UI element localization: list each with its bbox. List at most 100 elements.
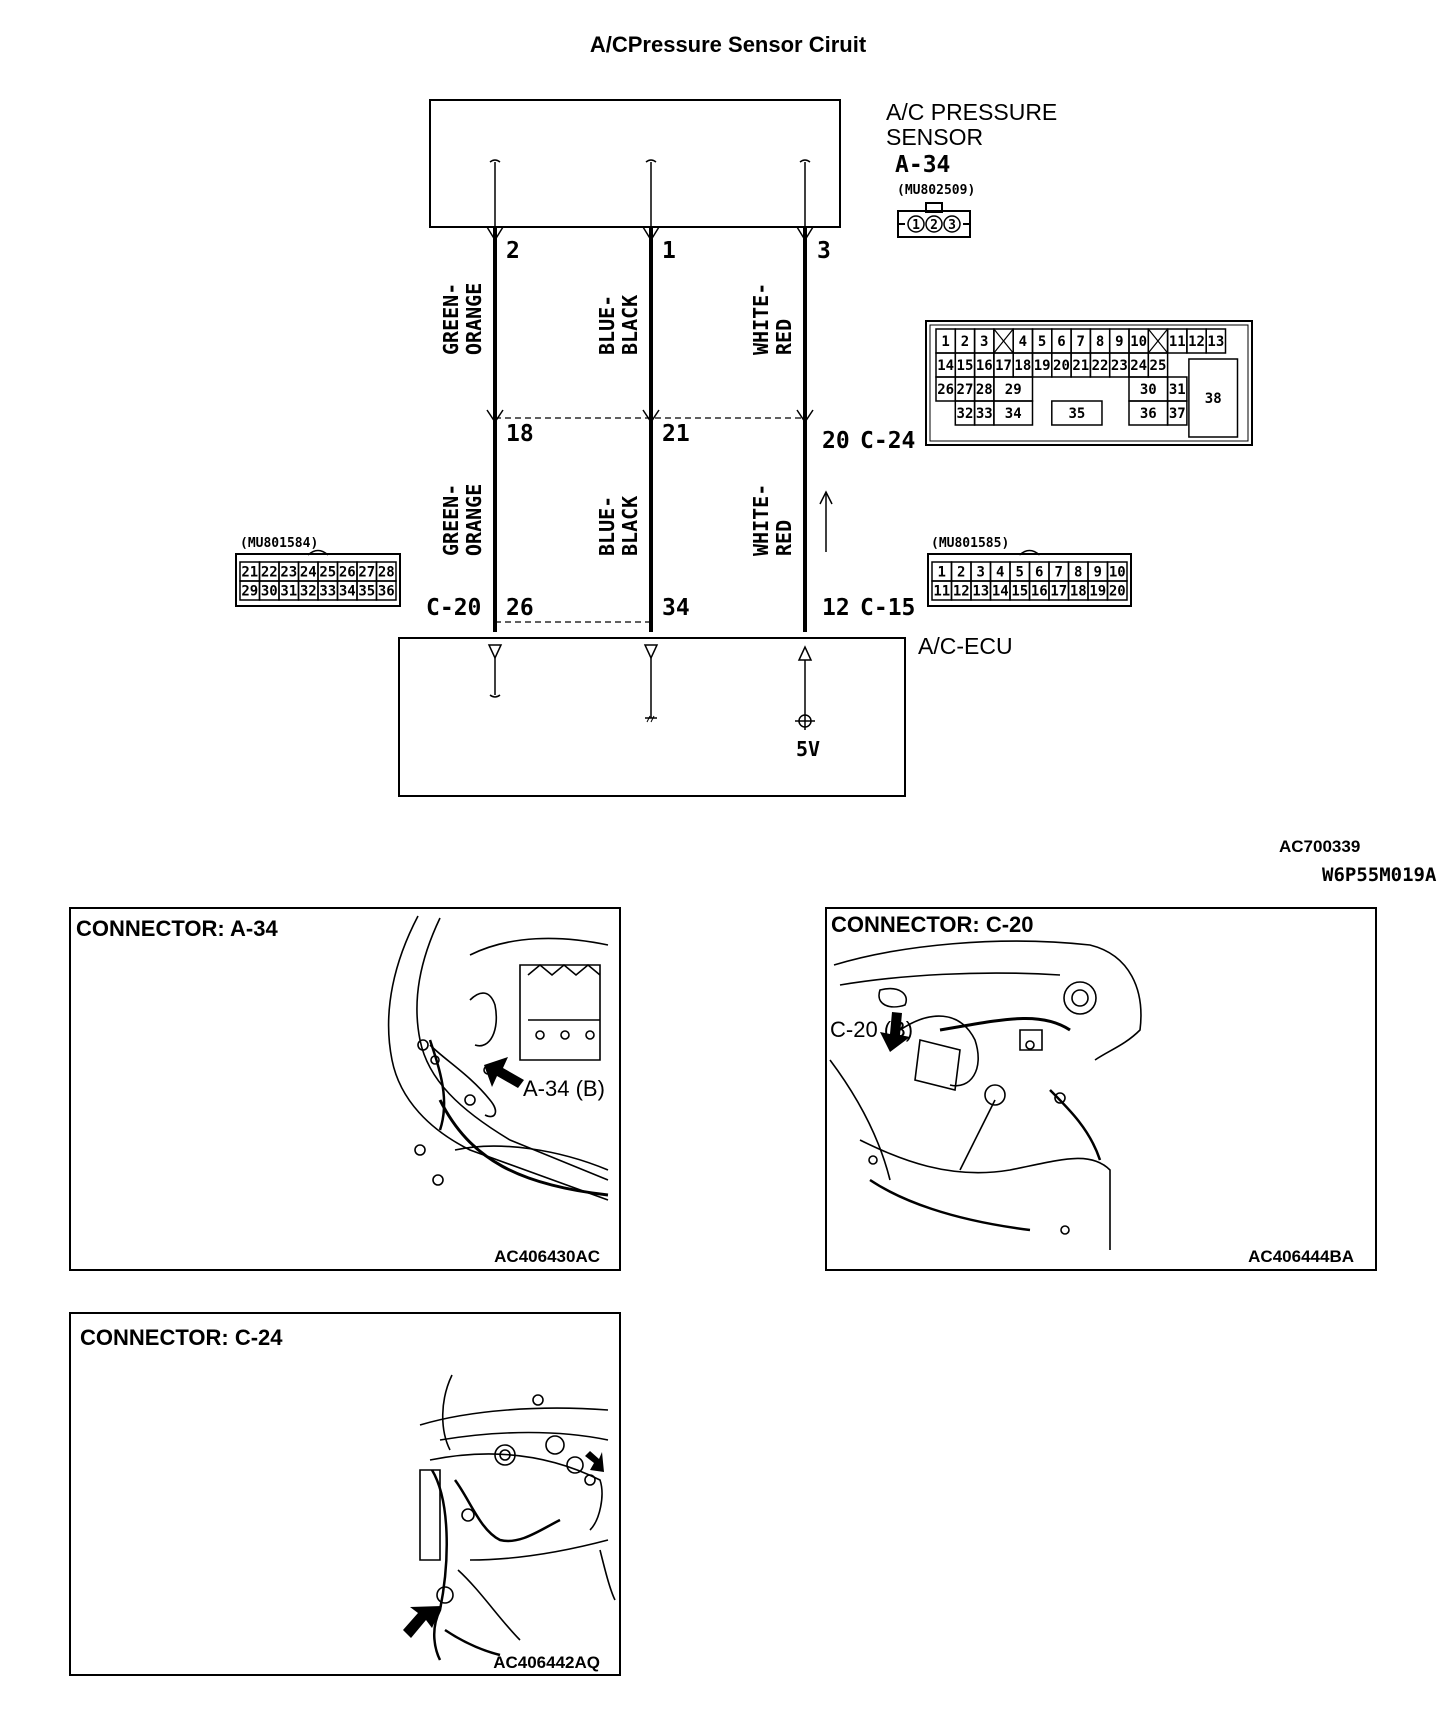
- c15-pin: 6: [1035, 565, 1043, 581]
- c24-pin: 20: [1053, 358, 1070, 374]
- c24-pin: 32: [957, 406, 974, 422]
- c24-pin: 4: [1019, 334, 1027, 350]
- sensor-connector-id: A-34: [895, 152, 950, 178]
- c24-pin: 29: [1005, 382, 1022, 398]
- c15-pin: 17: [1050, 584, 1067, 600]
- c15-outline: [927, 553, 1132, 607]
- wire-color-label: BLUE-: [595, 295, 619, 355]
- c15-pin: 2: [957, 565, 965, 581]
- c24-pin: 10: [1130, 334, 1147, 350]
- wire-color-label: GREEN-: [439, 484, 463, 556]
- c24-pin: 15: [957, 358, 974, 374]
- c24-pin: 31: [1169, 382, 1186, 398]
- c24-pin: 18: [1014, 358, 1031, 374]
- c20-pin: 23: [280, 565, 297, 581]
- sensor-pin-label: 2: [506, 238, 520, 264]
- wire-color-label: BLACK: [618, 496, 642, 556]
- c24-pin: 27: [957, 382, 974, 398]
- c15-pin: 5: [1016, 565, 1024, 581]
- c20-pin: 21: [241, 565, 258, 581]
- c15-pin: 15: [1011, 584, 1028, 600]
- panel-figure-code: AC406444BA: [1248, 1247, 1354, 1266]
- wire-color-label: RED: [772, 319, 796, 355]
- c24-pin-label: 21: [662, 421, 690, 447]
- c24-pin: 7: [1077, 334, 1085, 350]
- c24-cell: [1205, 328, 1227, 354]
- wire-color-label: RED: [772, 520, 796, 556]
- c24-cell: [1166, 400, 1188, 426]
- c20-part-number: (MU801584): [240, 536, 318, 551]
- c15-pin: 19: [1089, 584, 1106, 600]
- c24-pin: 35: [1068, 406, 1085, 422]
- connector-panel-c24: CONNECTOR: C-24 AC406442AQ: [69, 1312, 621, 1676]
- c24-pin: 12: [1188, 334, 1205, 350]
- c15-pin: 12: [953, 584, 970, 600]
- c24-pin: 8: [1096, 334, 1104, 350]
- c24-pin: 13: [1207, 334, 1224, 350]
- sensor-part-number: (MU802509): [897, 183, 975, 198]
- wire-color-label: WHITE-: [749, 283, 773, 355]
- c24-big-cell: [1188, 358, 1239, 438]
- figure-code-secondary: W6P55M019A: [1322, 864, 1437, 886]
- c24-pin: 2: [961, 334, 969, 350]
- c15-connector-id: C-15: [860, 595, 915, 621]
- sensor-box: [429, 99, 841, 228]
- c20-pin: 22: [261, 565, 278, 581]
- c20-pin: 26: [339, 565, 356, 581]
- c20-pin: 36: [378, 584, 395, 600]
- dash-wiring-illustration: [419, 1374, 616, 1661]
- c15-cell: [1106, 580, 1128, 601]
- sensor-connector-face: 1 2 3: [897, 202, 971, 238]
- c20-pin: 24: [300, 565, 317, 581]
- panel-callout: A-34 (B): [523, 1076, 605, 1101]
- wire-color-label: WHITE-: [749, 484, 773, 556]
- c20-pin: 28: [378, 565, 395, 581]
- c15-part-number: (MU801585): [931, 536, 1009, 551]
- c24-cell: [1051, 400, 1103, 426]
- callout-arrow-icon: [585, 1451, 604, 1472]
- wire-color-label: BLACK: [618, 295, 642, 355]
- c15-pin: 11: [933, 584, 950, 600]
- ecu-internal-wiring: [487, 644, 815, 730]
- ecu-pin-label: 34: [662, 595, 690, 621]
- c24-pin: 11: [1169, 334, 1186, 350]
- c20-latch: [307, 549, 329, 556]
- sensor-pin-face-3: 3: [948, 218, 956, 233]
- c24-pin: 34: [1005, 406, 1022, 422]
- sensor-pin-face-1: 1: [912, 218, 920, 233]
- c24-pin-label: 18: [506, 421, 534, 447]
- c24-pin: 36: [1140, 406, 1157, 422]
- c24-blank-mark: [1147, 328, 1169, 354]
- wire-color-label: ORANGE: [462, 283, 486, 355]
- c24-pin: 25: [1150, 358, 1167, 374]
- c20-pin: 33: [319, 584, 336, 600]
- c24-pin: 30: [1140, 382, 1157, 398]
- wire-color-label: GREEN-: [439, 283, 463, 355]
- wire-color-label: ORANGE: [462, 484, 486, 556]
- c24-pin: 33: [976, 406, 993, 422]
- c20-pin: 27: [358, 565, 375, 581]
- c15-pin: 7: [1055, 565, 1063, 581]
- c15-pin: 10: [1109, 565, 1126, 581]
- c15-pin: 1: [938, 565, 946, 581]
- c24-pin-label: 20: [822, 428, 850, 454]
- c15-pin: 16: [1031, 584, 1048, 600]
- sensor-name-line2: SENSOR: [886, 124, 983, 150]
- c24-pin: 3: [980, 334, 988, 350]
- ecu-box: [398, 637, 906, 797]
- diagram-title: A/CPressure Sensor Ciruit: [590, 32, 867, 57]
- c24-pin: 24: [1130, 358, 1147, 374]
- c20-pin: 25: [319, 565, 336, 581]
- c24-pin: 14: [937, 358, 954, 374]
- c24-outline: [925, 320, 1253, 446]
- wire-color-label: BLUE-: [595, 496, 619, 556]
- wire-white-red: [796, 159, 814, 632]
- sensor-name-line1: A/C PRESSURE: [886, 99, 1057, 125]
- sensor-pin-label: 3: [817, 238, 831, 264]
- c24-pin: 22: [1092, 358, 1109, 374]
- c24-pin: 28: [976, 382, 993, 398]
- c20-pin: 34: [339, 584, 356, 600]
